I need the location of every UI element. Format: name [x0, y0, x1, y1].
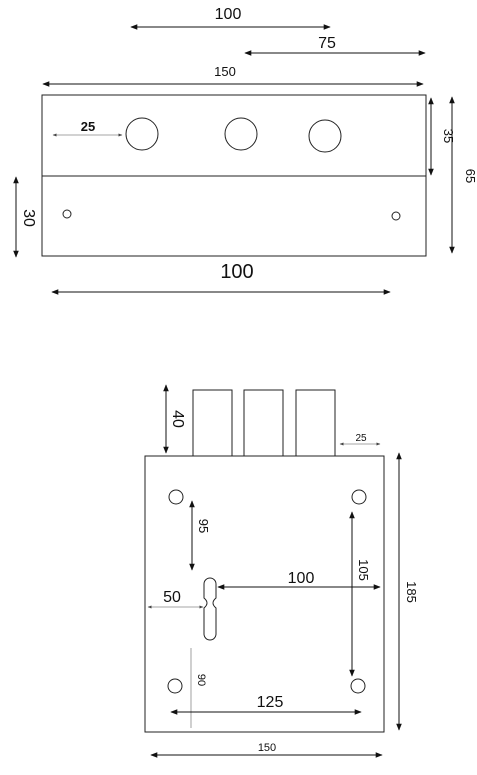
plan-view: 40 25 95 100 105 185 50 90 125 150 — [144, 384, 419, 758]
dim-label-overall-150: 150 — [214, 64, 236, 79]
plan-hole-top-right — [351, 489, 367, 505]
dim-label-slot-to-edge-100: 100 — [288, 570, 315, 587]
dim-label-hole-vertical-95: 95 — [196, 519, 211, 533]
dim-label-top-100: 100 — [215, 6, 242, 23]
plan-view-outline — [144, 455, 385, 733]
dim-label-slot-offset-50: 50 — [163, 589, 181, 606]
front-small-hole-left — [62, 209, 72, 219]
dim-label-top-75: 75 — [318, 35, 336, 52]
keyhole-slot — [203, 577, 217, 641]
dim-label-hole-offset-25: 25 — [81, 119, 95, 134]
protrusion-middle — [243, 389, 284, 457]
dim-label-lower-90: 90 — [195, 674, 207, 686]
dim-label-bottom-100: 100 — [220, 261, 253, 283]
plan-hole-bottom-right — [350, 678, 366, 694]
dim-label-left-30: 30 — [20, 209, 37, 227]
dim-label-hole-centers-125: 125 — [257, 694, 284, 711]
front-hole-3 — [308, 119, 342, 153]
front-hole-2 — [224, 117, 258, 151]
dim-label-gap-25: 25 — [355, 433, 367, 444]
dim-label-total-65: 65 — [463, 169, 477, 183]
front-hole-1 — [125, 117, 159, 151]
dim-label-upper-35: 35 — [441, 129, 456, 143]
front-view: 100 75 150 25 35 65 30 100 — [13, 6, 477, 295]
plan-hole-top-left — [168, 489, 184, 505]
protrusion-left — [192, 389, 233, 457]
dim-label-overall-width-150: 150 — [258, 742, 276, 754]
dim-label-overall-185: 185 — [404, 581, 419, 603]
front-small-hole-right — [391, 211, 401, 221]
protrusion-right — [295, 389, 336, 457]
plan-hole-bottom-left — [167, 678, 183, 694]
dim-label-hole-spacing-105: 105 — [356, 559, 371, 581]
dim-label-protrusion-40: 40 — [169, 410, 186, 428]
